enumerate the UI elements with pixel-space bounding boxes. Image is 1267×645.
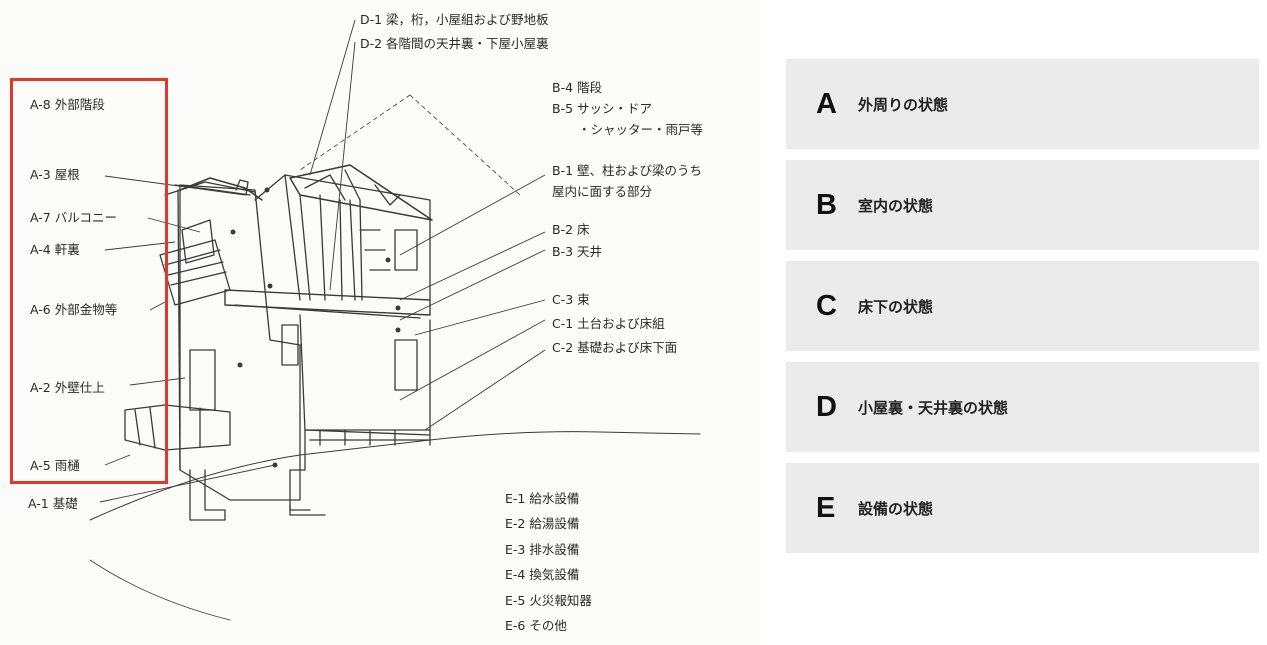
category-d-label: 小屋裏・天井裏の状態	[858, 398, 1009, 417]
category-e-letter: E	[816, 491, 836, 524]
label-a5: A-5 雨樋	[30, 458, 80, 473]
label-a7: A-7 バルコニー	[30, 210, 117, 225]
label-e6: E-6 その他	[505, 618, 567, 633]
label-d2: D-2 各階間の天井裏・下屋小屋裏	[360, 36, 549, 51]
label-a6: A-6 外部金物等	[30, 302, 118, 317]
category-d-letter: D	[816, 390, 837, 423]
label-a8: A-8 外部階段	[30, 97, 105, 112]
label-c2: C-2 基礎および床下面	[552, 340, 678, 355]
label-a4: A-4 軒裏	[30, 242, 80, 257]
category-list: A 外周りの状態 B 室内の状態 C 床下の状態 D 小屋裏・天井裏の状態 E …	[786, 59, 1259, 564]
label-c3: C-3 束	[552, 292, 590, 307]
label-b3: B-3 天井	[552, 244, 603, 259]
label-e4: E-4 換気設備	[505, 567, 580, 582]
category-e-label: 設備の状態	[858, 499, 934, 518]
category-a-button[interactable]: A 外周りの状態	[786, 59, 1259, 149]
label-b4: B-4 階段	[552, 80, 603, 95]
label-b5: B-5 サッシ・ドア	[552, 101, 653, 116]
label-e2: E-2 給湯設備	[505, 516, 580, 531]
label-b5-cont: ・シャッター・雨戸等	[578, 122, 704, 137]
label-e1: E-1 給水設備	[505, 491, 580, 506]
label-a2: A-2 外壁仕上	[30, 380, 105, 395]
label-c1: C-1 土台および床組	[552, 316, 665, 331]
label-a3: A-3 屋根	[30, 167, 80, 182]
label-e5: E-5 火災報知器	[505, 593, 592, 608]
label-a1: A-1 基礎	[28, 496, 78, 511]
label-e3: E-3 排水設備	[505, 542, 580, 557]
category-b-letter: B	[816, 188, 837, 221]
label-b2: B-2 床	[552, 222, 590, 237]
category-b-label: 室内の状態	[858, 196, 934, 215]
label-b1: B-1 壁、柱および梁のうち	[552, 163, 703, 178]
a-section-highlight-box	[10, 78, 168, 484]
category-c-label: 床下の状態	[858, 297, 934, 316]
label-d1: D-1 梁，桁，小屋組および野地板	[360, 12, 549, 27]
category-e-button[interactable]: E 設備の状態	[786, 463, 1259, 553]
category-b-button[interactable]: B 室内の状態	[786, 160, 1259, 250]
category-d-button[interactable]: D 小屋裏・天井裏の状態	[786, 362, 1259, 452]
category-c-letter: C	[816, 289, 837, 322]
house-cross-section-drawing	[89, 19, 701, 621]
label-b1-cont: 屋内に面する部分	[552, 184, 653, 199]
category-c-button[interactable]: C 床下の状態	[786, 261, 1259, 351]
house-inspection-diagram: A-8 外部階段 A-3 屋根 A-7 バルコニー A-4 軒裏 A-6 外部金…	[10, 12, 704, 633]
category-a-label: 外周りの状態	[858, 95, 949, 114]
category-a-letter: A	[816, 87, 837, 120]
